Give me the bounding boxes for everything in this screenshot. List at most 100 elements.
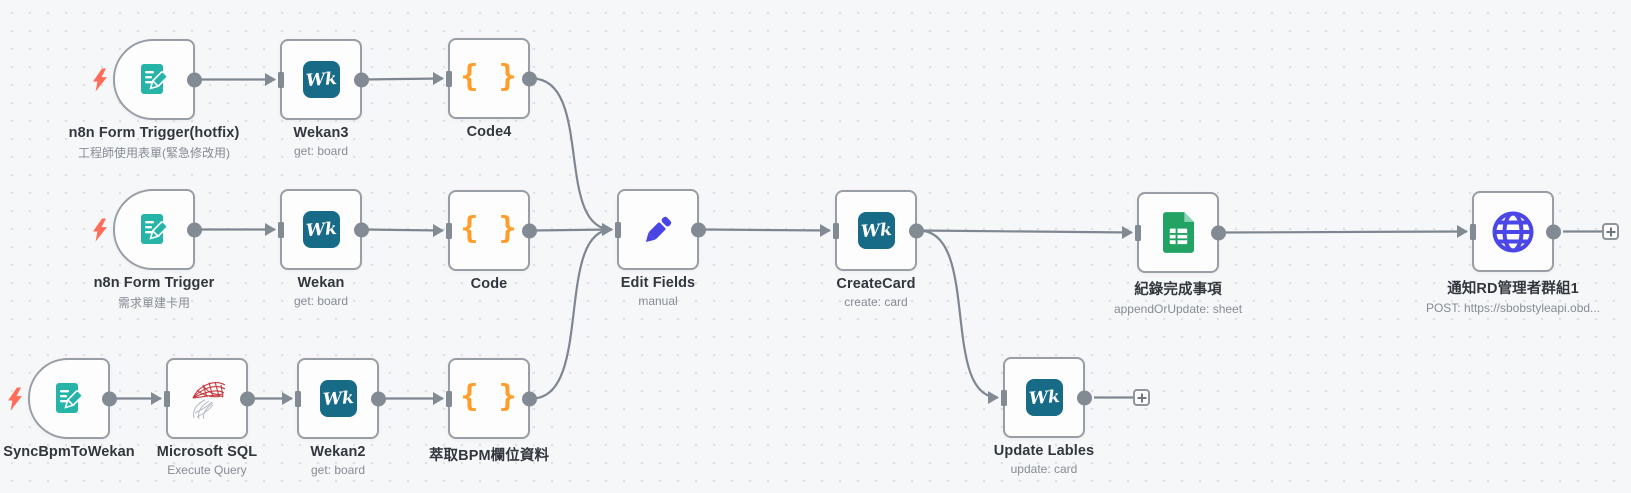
node-mssql[interactable] [164, 358, 255, 439]
edge-create-card-update-labels[interactable] [918, 229, 999, 399]
node-subtitle: appendOrUpdate: sheet [1113, 302, 1243, 316]
edge-arrowhead-icon [1122, 226, 1133, 239]
node-title: Wekan2 [310, 444, 366, 460]
node-label-code: Code [471, 276, 508, 292]
node-title: Wekan [297, 275, 345, 291]
node-extract-bpm[interactable]: { } [446, 358, 537, 439]
input-endpoint[interactable] [446, 222, 452, 239]
output-endpoint[interactable] [522, 223, 537, 238]
output-endpoint[interactable] [1077, 390, 1092, 405]
add-node-button[interactable] [1133, 389, 1150, 406]
node-wekan3[interactable]: Wk [278, 39, 369, 120]
edge-create-card-record-done[interactable] [918, 229, 1133, 234]
wekan-icon: Wk [857, 212, 895, 249]
node-subtitle: create: card [844, 295, 908, 309]
input-endpoint[interactable] [615, 221, 621, 238]
node-title: 紀錄完成事項 [1134, 282, 1222, 298]
wekan-logo-text: Wk [321, 387, 355, 410]
input-endpoint[interactable] [833, 222, 839, 239]
trigger-bolt-icon [8, 387, 23, 410]
edge-code-edit-fields[interactable] [531, 228, 613, 232]
output-endpoint[interactable] [691, 222, 706, 237]
edge-arrowhead-icon [1457, 225, 1468, 238]
node-label-form-trigger-hotfix: n8n Form Trigger(hotfix)工程師使用表單(緊急修改用) [69, 125, 240, 161]
trigger-bolt-icon [93, 68, 108, 91]
output-endpoint[interactable] [102, 391, 117, 406]
node-update-labels[interactable]: Wk [1001, 357, 1092, 438]
node-code[interactable]: { } [446, 190, 537, 271]
node-notify-rd[interactable] [1470, 191, 1561, 272]
input-endpoint[interactable] [1470, 223, 1476, 240]
edge-edit-fields-create-card[interactable] [700, 228, 831, 232]
node-subtitle: get: board [293, 144, 349, 158]
output-endpoint[interactable] [240, 391, 255, 406]
node-title: Edit Fields [620, 275, 696, 291]
output-endpoint[interactable] [1211, 225, 1226, 240]
node-title: n8n Form Trigger [93, 275, 215, 291]
edge-extract-bpm-edit-fields[interactable] [531, 228, 613, 400]
output-endpoint[interactable] [522, 71, 537, 86]
node-form-trigger[interactable] [93, 189, 202, 270]
input-endpoint[interactable] [1135, 224, 1141, 241]
mssql-icon [185, 377, 229, 421]
edge-wekan3-code4[interactable] [363, 77, 444, 81]
wekan-icon: Wk [302, 61, 340, 98]
node-code4[interactable]: { } [446, 38, 537, 119]
node-label-wekan: Wekan get: board [294, 275, 348, 308]
input-endpoint[interactable] [278, 71, 284, 88]
output-endpoint[interactable] [354, 222, 369, 237]
form-icon [134, 60, 174, 100]
input-endpoint[interactable] [1001, 389, 1007, 406]
node-wekan2[interactable]: Wk [295, 358, 386, 439]
wekan-logo-text: Wk [304, 68, 338, 91]
node-title: n8n Form Trigger(hotfix) [68, 125, 240, 141]
node-form-trigger-hotfix[interactable] [93, 39, 202, 120]
code-braces-text: { } [460, 379, 518, 414]
output-endpoint[interactable] [522, 391, 537, 406]
edge-arrowhead-icon [433, 72, 444, 85]
output-endpoint[interactable] [371, 391, 386, 406]
node-title: 通知RD管理者群組1 [1447, 281, 1579, 297]
node-create-card[interactable]: Wk [833, 190, 924, 271]
node-label-wekan3: Wekan3 get: board [293, 125, 348, 158]
add-node-button[interactable] [1602, 223, 1619, 240]
input-endpoint[interactable] [446, 390, 452, 407]
node-record-done[interactable] [1135, 192, 1226, 273]
sheets-icon [1162, 212, 1194, 253]
node-sync-bpm[interactable] [8, 358, 117, 439]
edge-arrowhead-icon [151, 392, 162, 405]
input-endpoint[interactable] [295, 390, 301, 407]
input-endpoint[interactable] [164, 390, 170, 407]
edge-code4-edit-fields[interactable] [531, 77, 613, 231]
edge-wekan-code[interactable] [363, 228, 444, 232]
wekan-logo-text: Wk [304, 218, 338, 241]
code-braces-text: { } [460, 59, 518, 94]
trigger-bolt-icon [93, 218, 108, 241]
wekan-icon: Wk [319, 380, 357, 417]
node-title: Microsoft SQL [156, 444, 258, 460]
node-subtitle: 需求單建卡用 [117, 296, 190, 310]
node-title: Wekan3 [293, 125, 349, 141]
output-endpoint[interactable] [187, 222, 202, 237]
output-endpoint[interactable] [1546, 224, 1561, 239]
edge-arrowhead-icon [265, 223, 276, 236]
node-wekan[interactable]: Wk [278, 189, 369, 270]
node-subtitle: get: board [293, 294, 349, 308]
node-label-code4: Code4 [467, 124, 512, 140]
node-edit-fields[interactable] [615, 189, 706, 270]
output-endpoint[interactable] [187, 72, 202, 87]
output-endpoint[interactable] [909, 223, 924, 238]
code-icon: { } [460, 379, 517, 414]
node-title: Code [470, 276, 508, 292]
edge-record-done-notify-rd[interactable] [1220, 230, 1468, 234]
input-endpoint[interactable] [446, 70, 452, 87]
node-label-record-done: 紀錄完成事項 appendOrUpdate: sheet [1114, 278, 1242, 316]
output-endpoint[interactable] [354, 72, 369, 87]
node-subtitle: POST: https://sbobstyleapi.obd... [1425, 301, 1601, 315]
input-endpoint[interactable] [278, 221, 284, 238]
edge-arrowhead-icon [433, 392, 444, 405]
